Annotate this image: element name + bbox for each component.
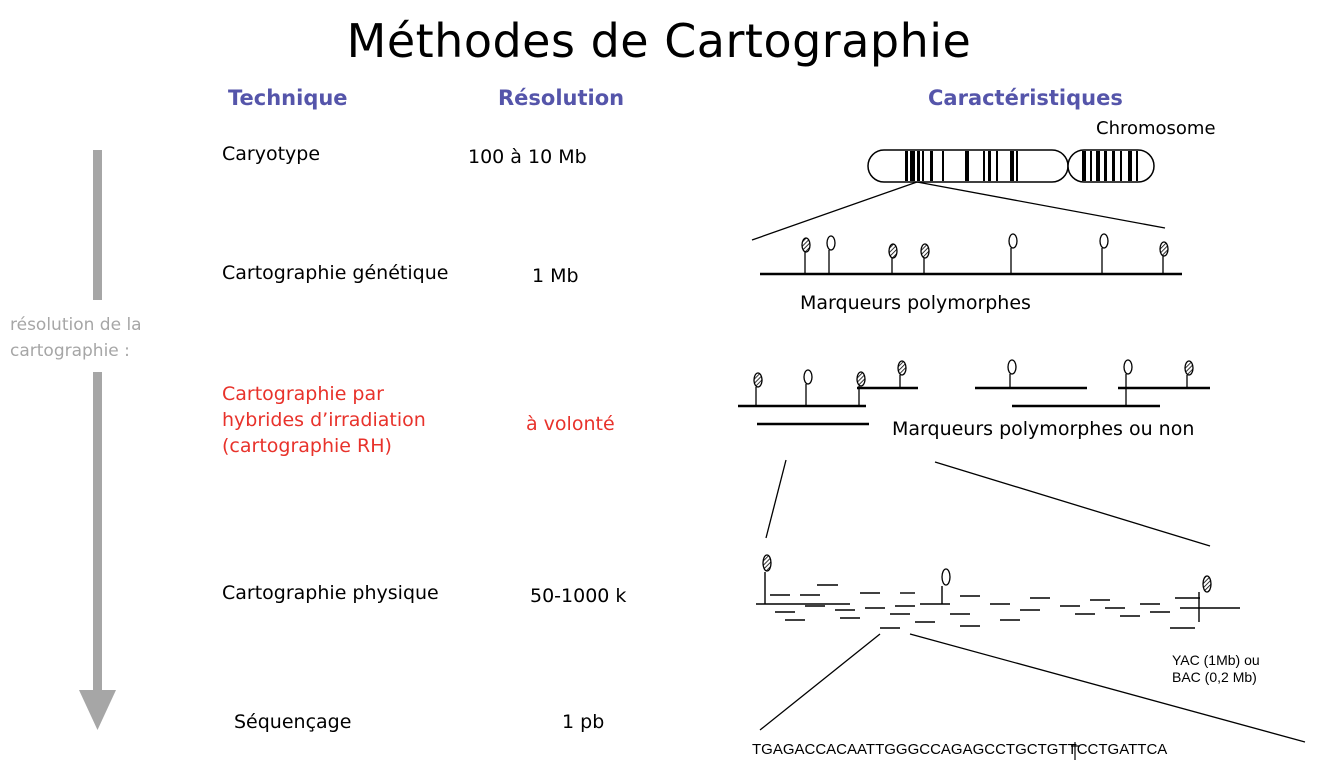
filled-marker-icon	[856, 371, 866, 387]
resolution-genetic: 1 Mb	[532, 265, 579, 287]
technique-genetic: Cartographie génétique	[222, 262, 449, 284]
rh-map	[738, 359, 1210, 426]
polymorphic-or-not-label: Marqueurs polymorphes ou non	[892, 418, 1195, 440]
technique-physical: Cartographie physique	[222, 582, 439, 604]
sequence-marker	[1071, 742, 1079, 760]
open-marker-icon	[1007, 359, 1017, 375]
resolution-axis-label-line1: résolution de la	[10, 315, 142, 335]
resolution-axis-label-line2: cartographie :	[10, 341, 130, 361]
filled-marker-icon	[920, 243, 930, 259]
technique-rh-line3: (cartographie RH)	[222, 435, 392, 457]
resolution-physical: 50-1000 k	[530, 585, 627, 607]
header-technique: Technique	[228, 86, 348, 110]
filled-marker-icon	[897, 360, 907, 376]
technique-caryotype: Caryotype	[222, 143, 321, 165]
resolution-caryotype: 100 à 10 Mb	[468, 146, 587, 168]
open-marker-icon	[826, 235, 836, 251]
filled-marker-icon	[1184, 360, 1194, 376]
open-marker-icon	[1123, 359, 1133, 375]
bac-label: BAC (0,2 Mb)	[1172, 669, 1257, 685]
filled-marker-icon	[888, 243, 898, 259]
filled-marker-icon	[801, 237, 811, 253]
technique-sequencing: Séquençage	[234, 711, 352, 733]
chromosome-label: Chromosome	[1096, 118, 1216, 139]
physical-map	[756, 554, 1240, 629]
open-marker-icon	[1008, 233, 1018, 249]
chromosome-icon	[867, 149, 1155, 183]
open-marker-icon	[803, 369, 813, 385]
page-title: Méthodes de Cartographie	[346, 14, 972, 68]
down-arrow-icon	[79, 150, 116, 730]
header-characteristics: Caractéristiques	[928, 86, 1123, 110]
polymorphic-markers-label: Marqueurs polymorphes	[800, 292, 1031, 314]
resolution-rh: à volonté	[526, 413, 615, 435]
zoom-lines	[751, 181, 1306, 743]
resolution-sequencing: 1 pb	[562, 711, 605, 733]
genetic-map	[760, 233, 1182, 276]
technique-rh-line2: hybrides d’irradiation	[222, 409, 426, 431]
technique-rh-line1: Cartographie par	[222, 383, 384, 405]
resolution-axis-label: résolution de la cartographie :	[10, 312, 142, 364]
yac-label: YAC (1Mb) ou	[1172, 652, 1260, 668]
filled-marker-icon	[753, 372, 763, 388]
clone-fragments	[770, 584, 1200, 629]
header-resolution: Résolution	[498, 86, 625, 110]
filled-marker-icon	[762, 554, 772, 572]
technique-rh: Cartographie par hybrides d’irradiation …	[222, 381, 426, 459]
open-marker-icon	[941, 568, 951, 586]
dna-sequence: TGAGACCACAATTGGGCCAGAGCCTGCTGTTCCTGATTCA	[752, 741, 1168, 758]
open-marker-icon	[1099, 233, 1109, 249]
filled-marker-icon	[1202, 575, 1212, 593]
yac-bac-label: YAC (1Mb) ou BAC (0,2 Mb)	[1172, 652, 1260, 686]
filled-marker-icon	[1159, 241, 1169, 257]
